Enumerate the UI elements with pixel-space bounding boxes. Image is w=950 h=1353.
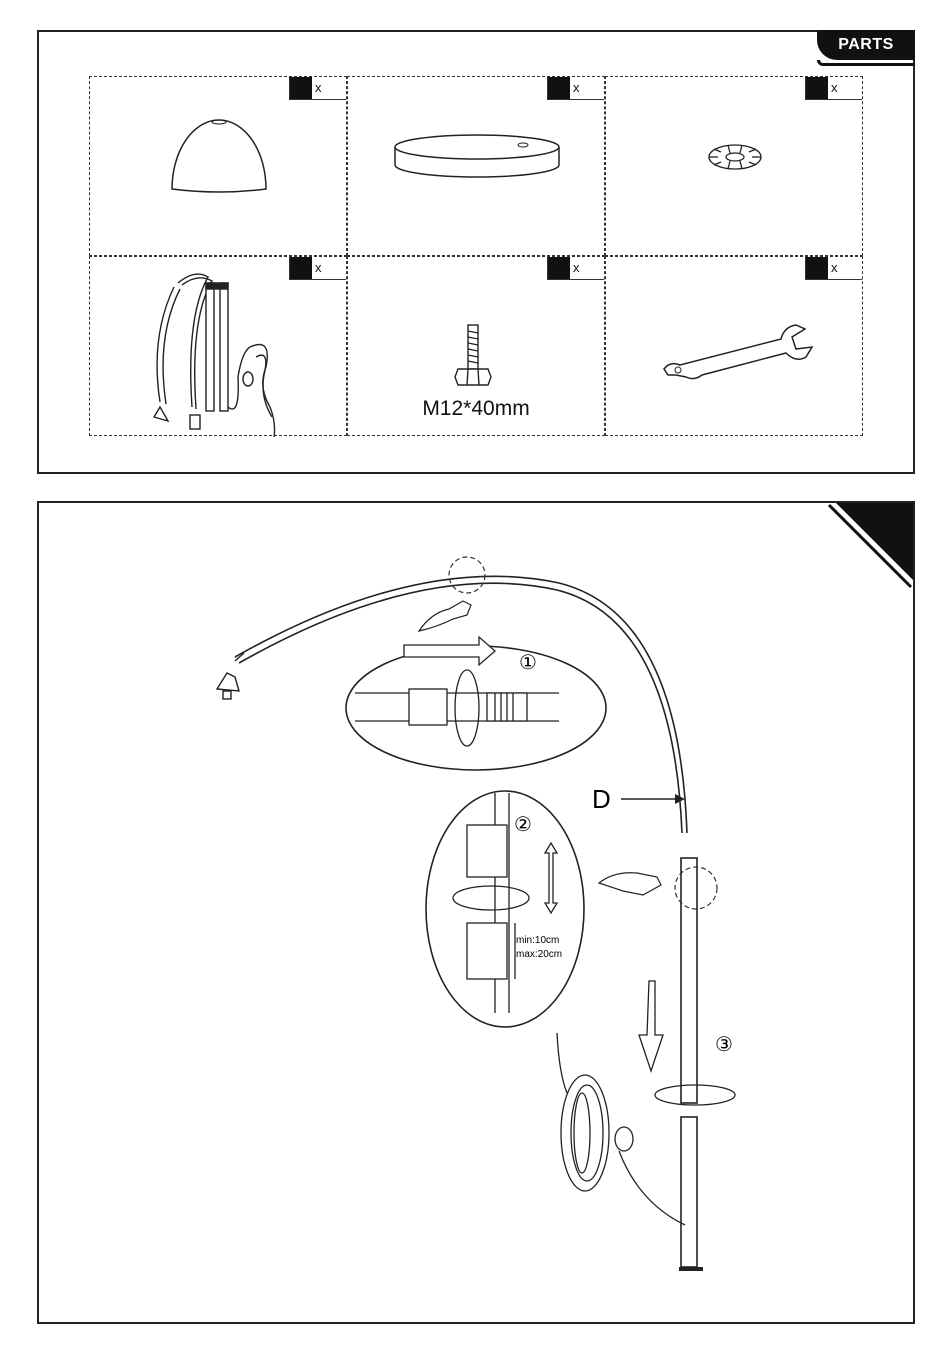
range-min-label: min:10cm	[516, 935, 559, 946]
lamp-shade-icon	[90, 77, 348, 257]
wrench-icon	[606, 257, 864, 437]
bolt-size-label: M12*40mm	[348, 397, 604, 421]
base-disc-icon	[348, 77, 606, 257]
range-max-label: max:20cm	[516, 949, 562, 960]
part-d-label: D	[592, 784, 611, 814]
joint-highlight-top	[449, 557, 485, 593]
parts-grid: x x x	[89, 76, 866, 438]
hand-pointer-icon	[599, 873, 661, 895]
part-cell-wrench: x	[605, 256, 863, 436]
step1-marker: ①	[519, 652, 537, 674]
assembly-diagram: ① D ② min:10cm max:20cm ③	[39, 503, 913, 1322]
parts-tag: PARTS	[817, 30, 915, 60]
part-cell-bolt: x M12*40mm	[347, 256, 605, 436]
hand-pointer-icon	[419, 601, 471, 631]
step2-marker: ②	[514, 814, 532, 836]
parts-tag-underline	[817, 60, 915, 66]
part-cell-base: x	[347, 76, 605, 256]
lamp-socket-icon	[217, 653, 244, 699]
part-cell-pole: x	[89, 256, 347, 436]
part-cell-washer: x	[605, 76, 863, 256]
step1-detail	[346, 646, 606, 770]
parts-panel: PARTS x x x	[37, 30, 915, 474]
toothed-washer-icon	[606, 77, 864, 257]
arc-pole-icon	[90, 257, 348, 437]
part-cell-shade: x	[89, 76, 347, 256]
step3-marker: ③	[715, 1034, 733, 1056]
cord-coil	[557, 1033, 685, 1225]
down-arrow-icon	[639, 981, 663, 1071]
assembly-panel: ① D ② min:10cm max:20cm ③	[37, 501, 915, 1324]
